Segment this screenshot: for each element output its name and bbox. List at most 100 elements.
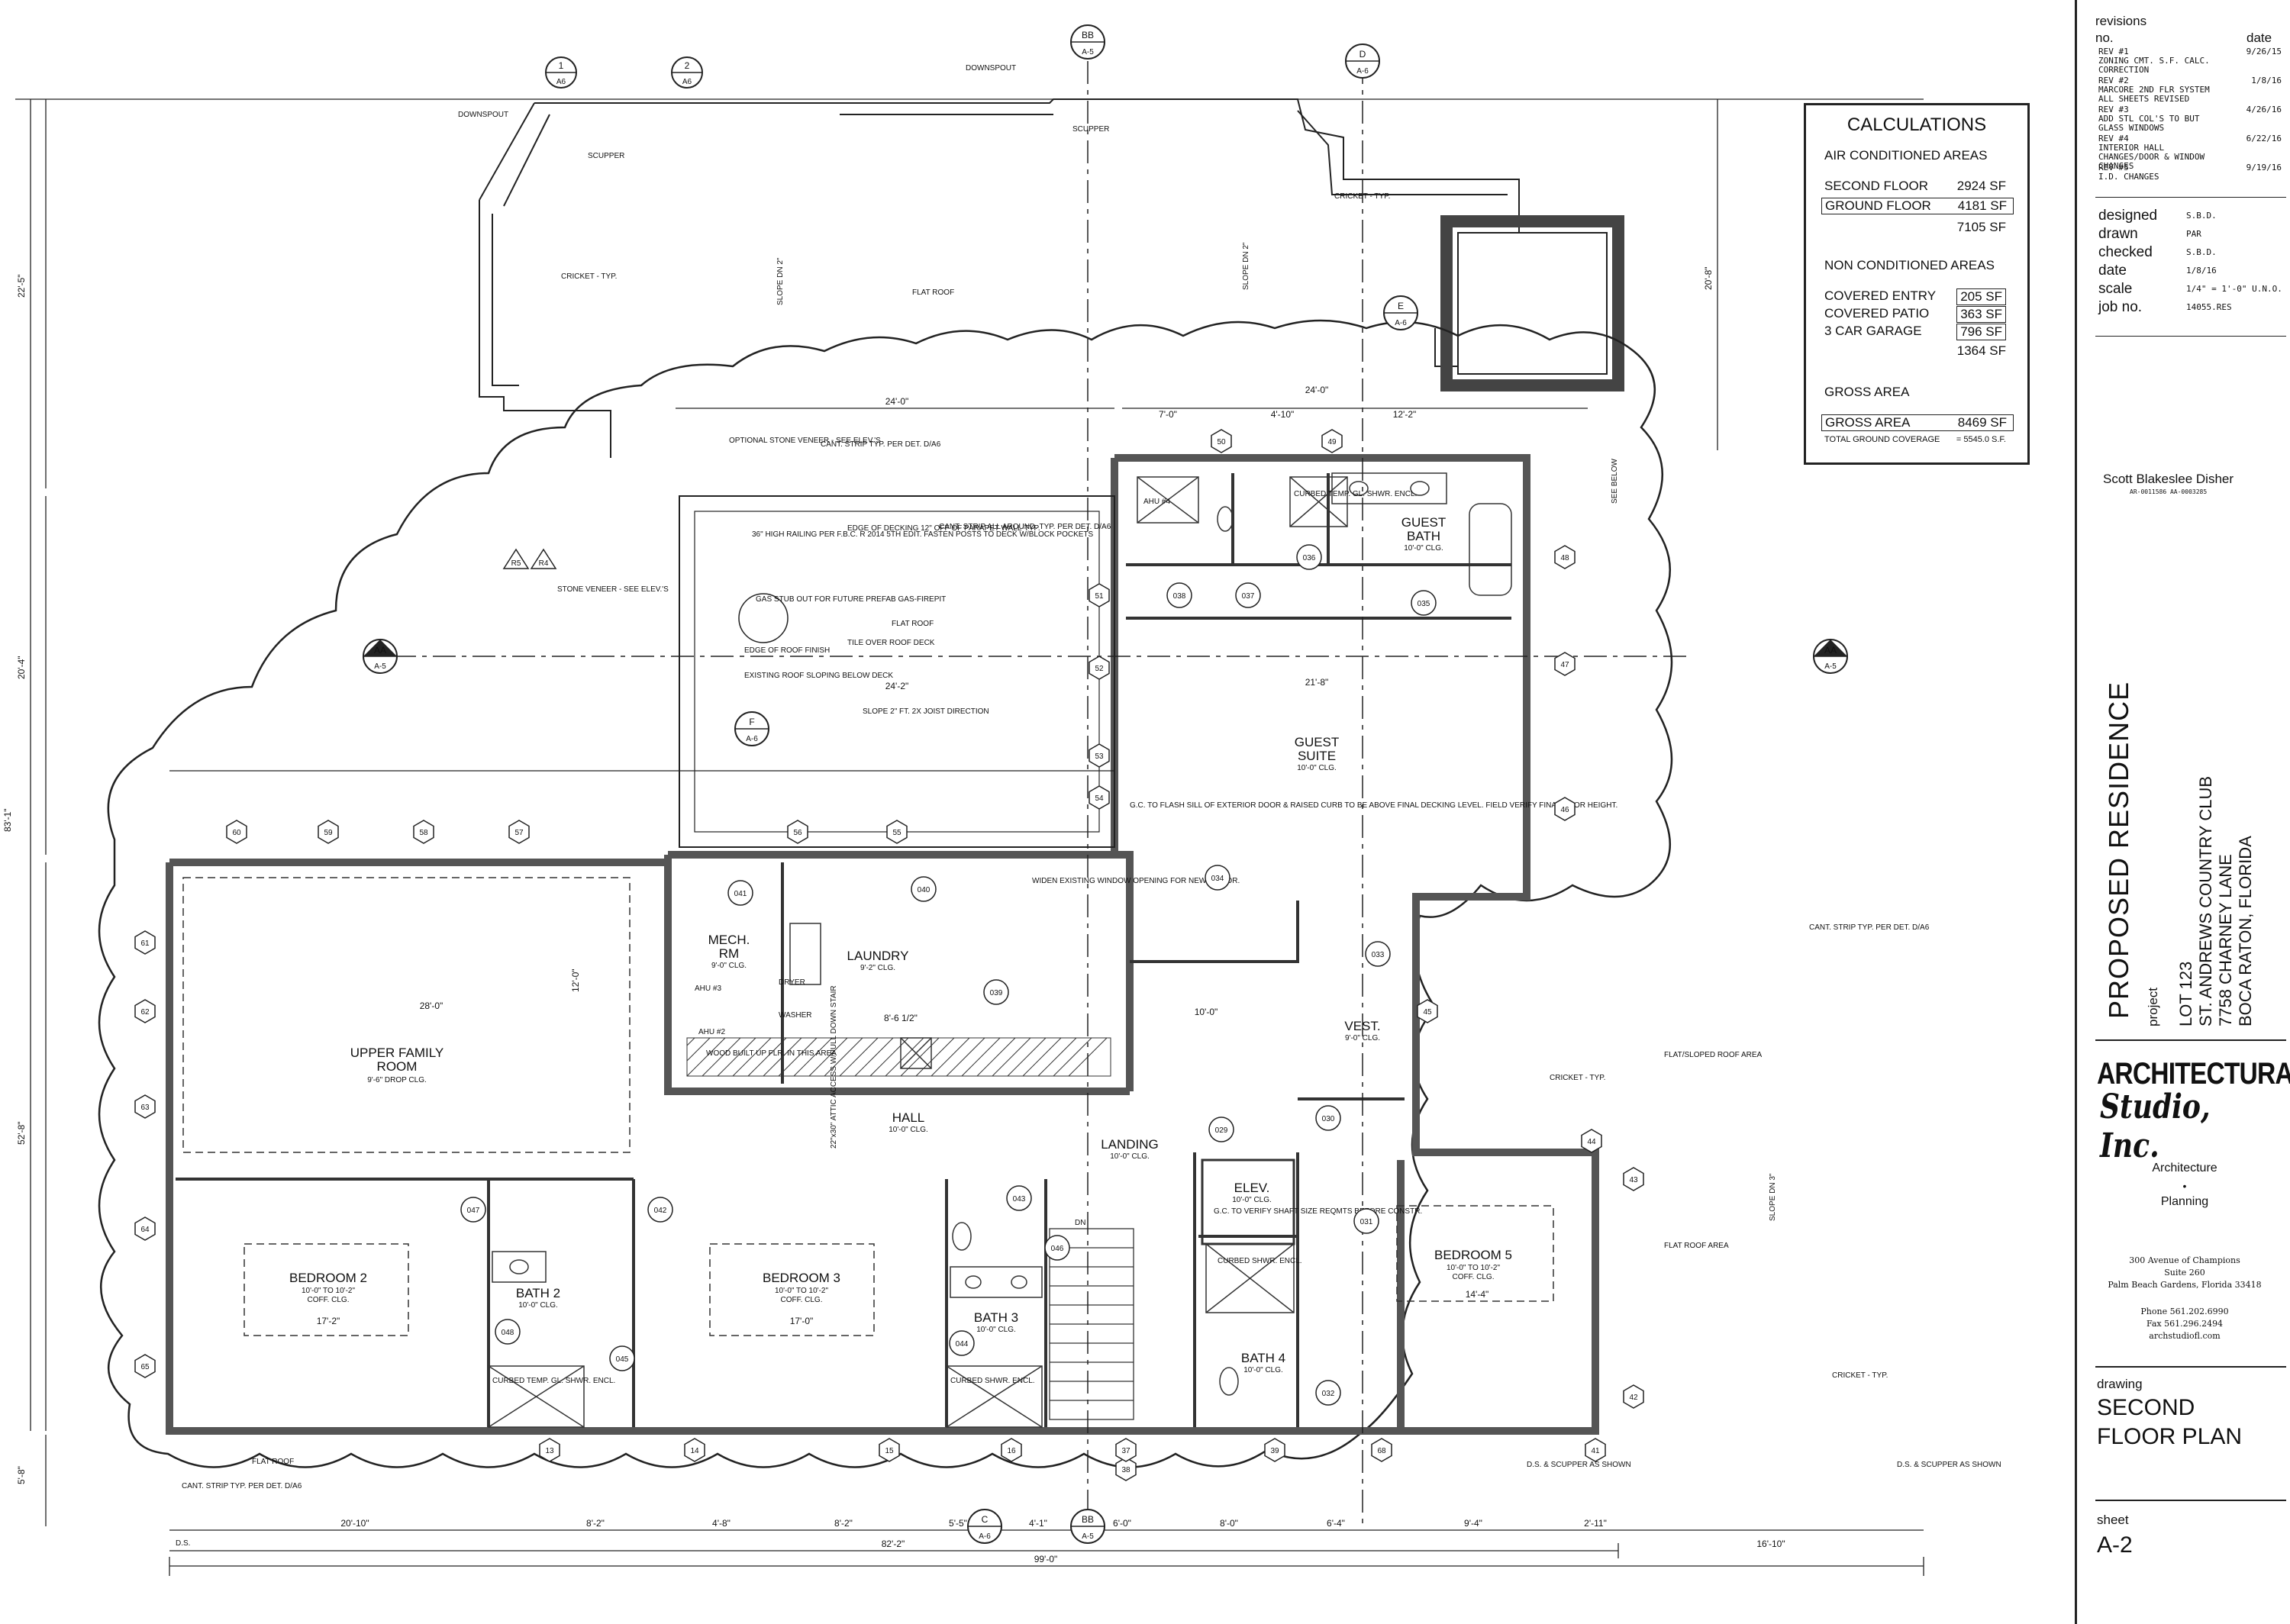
svg-text:R4: R4: [539, 559, 549, 568]
revision-desc: MARCORE 2ND FLR SYSTEM ALL SHEETS REVISE…: [2098, 85, 2210, 104]
note-flat-roof-bottom: FLAT ROOF: [252, 1458, 294, 1466]
window-tag-label: 56: [793, 829, 802, 837]
window-tag: 51: [1089, 583, 1110, 607]
calc-gross-heading: GROSS AREA: [1824, 385, 1910, 399]
firm-phone: Phone 561.202.6990: [2140, 1307, 2229, 1316]
note-railing: 36" HIGH RAILING PER F.B.C. R 2014 5TH E…: [752, 530, 1094, 539]
window-tag-label: 49: [1327, 438, 1337, 446]
revision-date: 9/26/15: [2246, 47, 2282, 56]
room-mech: MECH.: [708, 933, 750, 947]
room-guest-suite-2: SUITE: [1298, 749, 1336, 763]
firm-logo-line1: ARCHITECTURAL: [2097, 1057, 2290, 1091]
note-downspout-a: DOWNSPOUT: [458, 111, 508, 119]
calc-gross: GROSS AREA 8469 SF: [1821, 414, 2014, 431]
dim-bed3-w: 17'-0": [790, 1316, 814, 1326]
designed-value: S.B.D.: [2186, 211, 2217, 221]
room-bath3-clg: 10'-0" CLG.: [976, 1326, 1016, 1334]
window-tag: 38: [1115, 1457, 1137, 1481]
roof-deck: [679, 495, 1115, 848]
upper-tower: [1440, 215, 1624, 392]
dim-bottom-a: 82'-2": [882, 1539, 905, 1549]
calc-gross-label: GROSS AREA: [1825, 415, 1911, 430]
window-tag: 41: [1585, 1438, 1606, 1462]
dim-row-8-2b: 8'-2": [834, 1518, 853, 1529]
rev-triangles: R5 R4: [502, 548, 557, 569]
window-tag: 44: [1581, 1129, 1602, 1153]
window-tag-label: 60: [232, 829, 241, 837]
window-tag-label: 43: [1629, 1176, 1638, 1184]
window-tag-label: 61: [140, 939, 150, 948]
sheet-label: sheet: [2097, 1513, 2129, 1527]
door-tag-label: 031: [1360, 1218, 1373, 1226]
revision-date: 6/22/16: [2246, 134, 2282, 143]
svg-text:A6: A6: [682, 78, 692, 86]
calc-title: CALCULATIONS: [1847, 114, 1987, 135]
window-tag: 48: [1554, 545, 1576, 569]
firm-discipline1: Architecture: [2152, 1162, 2217, 1174]
window-tag: 62: [134, 999, 156, 1023]
detail-marker-1: 1 A6: [545, 56, 577, 89]
note-flat-roof-area: FLAT ROOF AREA: [1664, 1242, 1729, 1250]
revision-no: REV #5: [2098, 163, 2129, 172]
door-tag: 048: [495, 1319, 521, 1345]
project-street: 7758 CHARNEY LANE: [2216, 854, 2235, 1026]
calc-ground-floor-value: 4181 SF: [1957, 198, 2007, 213]
note-cant-strip-all: CANT. STRIP ALL AROUND. TYP. PER DET. D/…: [939, 523, 1111, 531]
revision-date: 9/19/16: [2246, 163, 2282, 172]
svg-text:C: C: [982, 1514, 989, 1525]
note-ds-scupper-b: D.S. & SCUPPER AS SHOWN: [1897, 1461, 2001, 1469]
dim-bed2-w: 17'-2": [317, 1316, 340, 1326]
svg-text:BB: BB: [1082, 1514, 1094, 1525]
window-tag-label: 57: [514, 829, 524, 837]
room-laundry-clg: 9'-2" CLG.: [860, 964, 895, 972]
room-bedroom2: BEDROOM 2: [289, 1271, 367, 1285]
room-guest-suite-clg: 10'-0" CLG.: [1297, 764, 1337, 772]
date-value: 1/8/16: [2186, 266, 2217, 276]
door-tag-label: 048: [502, 1329, 514, 1337]
revision-desc: INTERIOR HALL CHANGES/DOOR & WINDOW CHAN…: [2098, 143, 2205, 171]
dim-row-2-11: 2'-11": [1584, 1518, 1607, 1529]
door-tag-label: 041: [734, 890, 747, 898]
dim-row-5-5: 5'-5": [949, 1518, 967, 1529]
revision-no: REV #3: [2098, 105, 2129, 114]
calculations-box: CALCULATIONS AIR CONDITIONED AREAS SECON…: [1804, 103, 2030, 465]
svg-text:A-6: A-6: [1395, 319, 1407, 327]
door-tag: 035: [1411, 590, 1437, 616]
project-label: project: [2146, 987, 2160, 1026]
calc-covered-entry-label: COVERED ENTRY: [1824, 288, 1937, 303]
svg-text:2: 2: [685, 60, 690, 71]
door-tag: 031: [1353, 1208, 1379, 1234]
dim-bed5-w: 14'-4": [1466, 1289, 1489, 1300]
note-scupper-a: SCUPPER: [588, 152, 624, 160]
window-tag: 59: [318, 820, 339, 844]
room-upper-family: UPPER FAMILY: [350, 1046, 444, 1060]
door-tag-label: 030: [1322, 1115, 1335, 1123]
window-tag: 63: [134, 1094, 156, 1119]
window-tag: 56: [787, 820, 808, 844]
section-marker-d: D A-6: [1345, 44, 1380, 79]
window-tag: 64: [134, 1216, 156, 1241]
note-cricket-d: CRICKET - TYP.: [1832, 1371, 1888, 1380]
revision-desc: ZONING CMT. S.F. CALC. CORRECTION: [2098, 56, 2210, 75]
firm-web: archstudiofl.com: [2149, 1331, 2221, 1341]
door-tag-label: 047: [467, 1207, 480, 1215]
window-tag: 61: [134, 930, 156, 955]
revision-date: 1/8/16: [2251, 76, 2282, 85]
room-bedroom5-clg2: COFF. CLG.: [1452, 1273, 1494, 1281]
room-guest-suite: GUEST: [1295, 735, 1340, 749]
architect-license: AR-0011586 AA-0003285: [2130, 488, 2208, 495]
door-tag: 032: [1315, 1380, 1341, 1406]
door-tag: 043: [1006, 1185, 1032, 1211]
window-tag: 55: [886, 820, 908, 844]
firm-discipline2: Planning: [2160, 1195, 2209, 1208]
svg-text:1: 1: [559, 60, 564, 71]
window-tag-label: 37: [1121, 1447, 1130, 1455]
drawn-value: PAR: [2186, 229, 2201, 239]
note-ds: D.S.: [176, 1539, 190, 1548]
